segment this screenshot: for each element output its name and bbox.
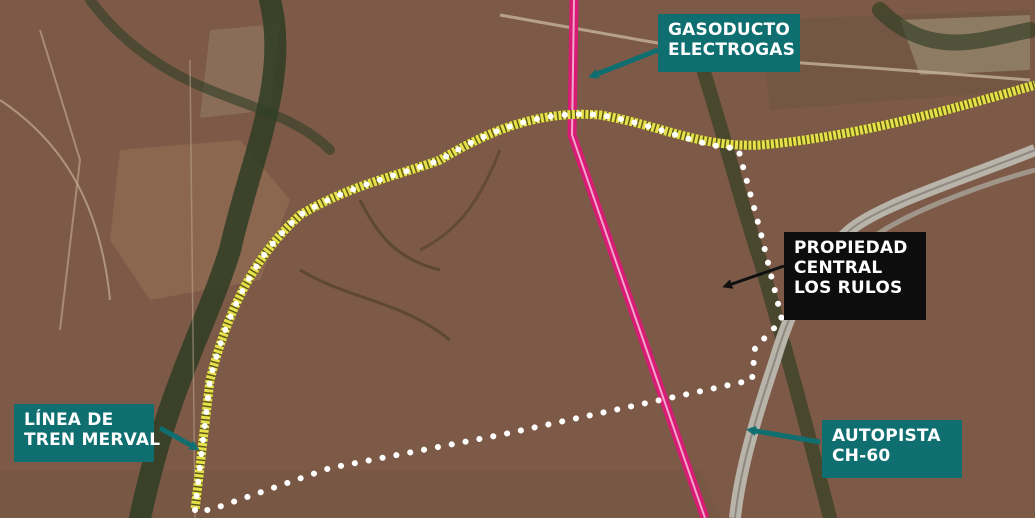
gasoducto-label-line-2: ELECTROGAS xyxy=(668,40,796,60)
autopista-label-line-2: CH-60 xyxy=(832,446,891,466)
creek-thin-3 xyxy=(419,149,502,252)
gas-pipeline-center xyxy=(570,0,706,518)
arrow-gasoducto xyxy=(588,47,659,79)
tren-label-line-2: TREN MERVAL xyxy=(24,430,161,450)
autopista-ch60-label: AUTOPISTA CH-60 xyxy=(822,420,962,478)
gasoducto-electrogas-label: GASODUCTO ELECTROGAS xyxy=(658,14,800,72)
autopista-label-line-1: AUTOPISTA xyxy=(832,426,941,446)
creek-vegetation-northeast xyxy=(872,2,1035,51)
arrow-tren xyxy=(158,425,200,451)
propiedad-label-line-2: CENTRAL xyxy=(794,258,883,278)
arrow-autopista xyxy=(746,426,821,445)
dirt-track-1 xyxy=(0,99,111,301)
terrain-lower xyxy=(0,470,720,518)
dirt-track-2 xyxy=(39,29,82,331)
propiedad-label-line-3: LOS RULOS xyxy=(794,278,903,298)
gasoducto-label-line-1: GASODUCTO xyxy=(668,20,791,40)
creek-vegetation-north xyxy=(85,0,335,155)
creek-vegetation-west xyxy=(129,0,287,518)
propiedad-central-los-rulos-label: PROPIEDAD CENTRAL LOS RULOS xyxy=(784,232,926,320)
creek-vegetation-east xyxy=(693,53,837,518)
arrow-propiedad xyxy=(722,264,785,289)
creek-thin-2 xyxy=(358,199,441,272)
railway-merval-ties xyxy=(190,80,1035,511)
linea-tren-merval-label: LÍNEA DE TREN MERVAL xyxy=(14,404,161,462)
highway-ch60-shoulder xyxy=(868,167,1035,242)
tren-label-line-1: LÍNEA DE xyxy=(24,410,114,430)
propiedad-label-line-1: PROPIEDAD xyxy=(794,238,908,258)
creek-thin-1 xyxy=(299,268,451,342)
